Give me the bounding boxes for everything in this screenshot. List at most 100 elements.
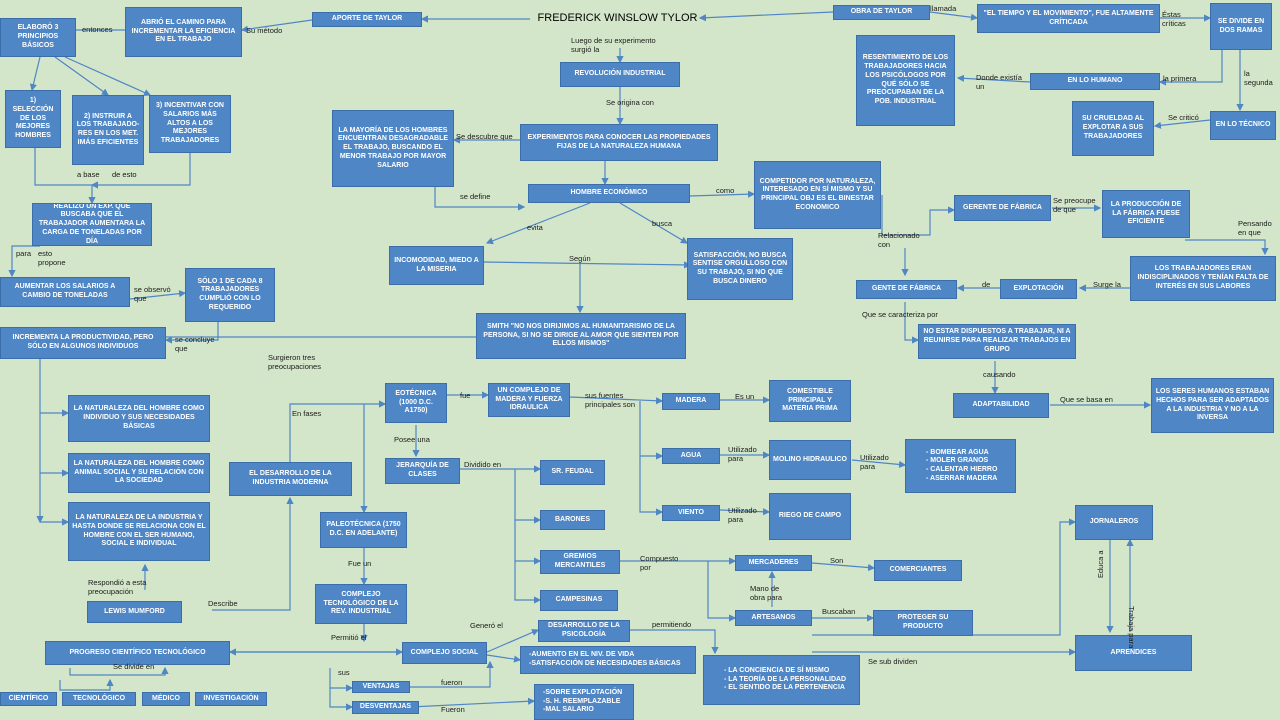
edge-label: sus	[338, 668, 350, 677]
node-produccion[interactable]: LA PRODUCCIÓN DE LA FÁBRICA FUESE EFICIE…	[1102, 190, 1190, 238]
node-jerarquia[interactable]: JERARQUÍA DE CLASES	[385, 458, 460, 484]
node-aumentar[interactable]: AUMENTAR LOS SALARIOS A CAMBIO DE TONELA…	[0, 277, 130, 307]
edge-label: sus fuentes principales son	[585, 391, 636, 410]
node-naturaleza-1[interactable]: LA NATURALEZA DEL HOMBRE COMO INDIVIDUO …	[68, 395, 210, 442]
edge-label: Se sub dividen	[868, 657, 918, 666]
node-indisciplinados[interactable]: LOS TRABAJADORES ERAN INDISCIPLINADOS Y …	[1130, 256, 1276, 301]
list-item: LA CONCIENCIA DE SÍ MISMO	[724, 667, 846, 676]
edge-label: evita	[527, 223, 543, 232]
node-seres[interactable]: LOS SERES HUMANOS ESTABAN HECHOS PARA SE…	[1151, 378, 1274, 433]
edge-label: la primera	[1163, 74, 1197, 83]
node-realizo[interactable]: REALIZÓ UN EXP. QUE BUSCABA QUE EL TRABA…	[32, 203, 152, 246]
edge-label: Donde existía un	[976, 73, 1022, 92]
edge-label: a base	[77, 170, 100, 179]
node-comerciantes[interactable]: COMERCIANTES	[874, 560, 962, 581]
node-aumento-list[interactable]: -AUMENTO EN EL NIV. DE VIDA -SATISFACCIÓ…	[520, 646, 696, 674]
node-aprendices[interactable]: APRENDICES	[1075, 635, 1192, 671]
node-aporte[interactable]: APORTE DE TAYLOR	[312, 12, 422, 27]
edge-label: Que se caracteriza por	[862, 310, 938, 319]
node-paleotecnica[interactable]: PALEOTÉCNICA (1750 d.C. EN ADELANTE)	[320, 512, 407, 548]
node-jornaleros[interactable]: JORNALEROS	[1075, 505, 1153, 540]
node-naturaleza-3[interactable]: LA NATURALEZA DE LA INDUSTRIA Y HASTA DO…	[68, 502, 210, 561]
node-principio-3[interactable]: 3) INCENTIVAR CON SALARIOS MÁS ALTOS A L…	[149, 95, 231, 153]
node-eotecnica[interactable]: EOTÉCNICA (1000 d.C. A1750)	[385, 383, 447, 423]
node-mayoria[interactable]: LA MAYORÍA DE LOS HOMBRES ENCUENTRAN DES…	[332, 110, 454, 187]
node-gente[interactable]: GENTE DE FÁBRICA	[856, 280, 957, 299]
edge-label: fueron	[441, 678, 463, 687]
node-humano[interactable]: EN LO HUMANO	[1030, 73, 1160, 90]
node-hombre-economico[interactable]: HOMBRE ECONÓMICO	[528, 184, 690, 203]
node-naturaleza-2[interactable]: LA NATURALEZA DEL HOMBRE COMO ANIMAL SOC…	[68, 453, 210, 493]
edge-label: se concluye que	[175, 335, 215, 354]
node-conciencia-list[interactable]: LA CONCIENCIA DE SÍ MISMO LA TEORÍA DE L…	[703, 655, 860, 705]
edge-label: Son	[830, 556, 844, 565]
node-principio-1[interactable]: 1) SELECCIÓN DE LOS MEJORES HOMBRES	[5, 90, 61, 148]
node-complejo-social[interactable]: COMPLEJO SOCIAL	[402, 642, 487, 664]
node-experimentos[interactable]: EXPERIMENTOS PARA CONOCER LAS PROPIEDADE…	[520, 124, 718, 161]
node-artesanos[interactable]: ARTESANOS	[735, 610, 812, 626]
node-tecnico[interactable]: EN LO TÉCNICO	[1210, 111, 1276, 140]
list-item: -SATISFACCIÓN DE NECESIDADES BÁSICAS	[529, 660, 681, 667]
node-desarrollo-psicologia[interactable]: DESARROLLO DE LA PSICOLOGÍA	[538, 620, 630, 642]
node-divide[interactable]: SE DIVIDE EN DOS RAMAS	[1210, 3, 1272, 50]
list-item: ASERRAR MADERA	[926, 475, 997, 484]
node-medico[interactable]: MÉDICO	[142, 692, 190, 706]
node-desarrollo[interactable]: EL DESARROLLO DE LA INDUSTRIA MODERNA	[229, 462, 352, 496]
node-cientifico[interactable]: CIENTÍFICO	[0, 692, 57, 706]
node-tiempo[interactable]: "EL TIEMPO Y EL MOVIMIENTO", FUE ALTAMEN…	[977, 4, 1160, 33]
node-smith[interactable]: SMITH "NO NOS DIRIJIMOS AL HUMANITARISMO…	[476, 313, 686, 359]
node-feudal[interactable]: SR. FEUDAL	[540, 460, 605, 485]
node-bombear-list[interactable]: BOMBEAR AGUA MOLER GRANOS CALENTAR HIERR…	[905, 439, 1016, 493]
node-complejo-madera[interactable]: UN COMPLEJO DE MADERA Y FUERZA IDRAULICA	[488, 383, 570, 417]
node-adaptabilidad[interactable]: ADAPTABILIDAD	[953, 393, 1049, 418]
node-agua[interactable]: AGUA	[662, 448, 720, 464]
list-item: MOLER GRANOS	[926, 457, 997, 466]
node-crueldad[interactable]: SU CRUELDAD AL EXPLOTAR A SUS TRABAJADOR…	[1072, 101, 1154, 156]
diagram-title: FREDERICK WINSLOW TYLOR	[537, 12, 698, 25]
node-elaboro[interactable]: ELABORÓ 3 PRINCIPIOS BÁSICOS	[0, 18, 76, 57]
node-madera[interactable]: MADERA	[662, 393, 720, 410]
node-proteger[interactable]: PROTEGER SU PRODUCTO	[873, 610, 973, 636]
node-tecnologico[interactable]: TECNOLÓGICO	[62, 692, 136, 706]
node-solo-uno[interactable]: SÓLO 1 DE CADA 8 TRABAJADORES CUMPLIÓ CO…	[185, 268, 275, 322]
node-molino[interactable]: MOLINO HIDRAULICO	[769, 440, 851, 480]
node-complejo-tecnologico[interactable]: COMPLEJO TECNOLÓGICO DE LA REV. INDUSTRI…	[315, 584, 407, 624]
node-mumford[interactable]: LEWIS MUMFORD	[87, 601, 182, 623]
node-barones[interactable]: BARONES	[540, 510, 605, 530]
edge-label: se observó que	[134, 285, 171, 304]
edge-label: se define	[460, 192, 491, 201]
node-incomodidad[interactable]: INCOMODIDAD, MIEDO A LA MISERIA	[389, 246, 484, 285]
node-riego[interactable]: RIEGO DE CAMPO	[769, 493, 851, 540]
node-incrementa[interactable]: INCREMENTA LA PRODUCTIVIDAD, PERO SÓLO E…	[0, 327, 166, 359]
edge-label: Se origina con	[606, 98, 654, 107]
node-abrio[interactable]: ABRIÓ EL CAMINO PARA INCREMENTAR LA EFIC…	[125, 7, 242, 57]
node-ventajas[interactable]: VENTAJAS	[352, 681, 410, 693]
edge-label: de esto	[112, 170, 137, 179]
node-viento[interactable]: VIENTO	[662, 505, 720, 521]
node-comestible[interactable]: COMESTIBLE PRINCIPAL Y MATERIA PRIMA	[769, 380, 851, 422]
node-no-dispuestos[interactable]: NO ESTAR DISPUESTOS A TRABAJAR, NI A REU…	[918, 324, 1076, 359]
node-desventajas[interactable]: DESVENTAJAS	[352, 701, 419, 714]
node-principio-2[interactable]: 2) INSTRUIR A LOS TRABAJADO-RES EN LOS M…	[72, 95, 144, 165]
node-campesinas[interactable]: CAMPESINAS	[540, 590, 618, 611]
node-progreso[interactable]: PROGRESO CIENTÍFICO TECNOLÓGICO	[45, 641, 230, 665]
list-item: EL SENTIDO DE LA PERTENENCIA	[724, 684, 846, 693]
node-satisfaccion[interactable]: SATISFACCIÓN, NO BUSCA SENTISE ORGULLOSO…	[687, 238, 793, 300]
node-revolucion[interactable]: REVOLUCIÓN INDUSTRIAL	[560, 62, 680, 87]
node-competidor[interactable]: COMPETIDOR POR NATURALEZA, INTERESADO EN…	[754, 161, 881, 229]
edge-label: Utilizado para	[728, 506, 757, 525]
node-gremios[interactable]: GREMIOS MERCANTILES	[540, 550, 620, 574]
node-gerente[interactable]: GERENTE DE FÁBRICA	[954, 195, 1051, 221]
node-mercaderes[interactable]: MERCADERES	[735, 555, 812, 571]
node-resentimiento[interactable]: RESENTIMIENTO DE LOS TRABAJADORES HACIA …	[856, 35, 955, 126]
node-sobre-list[interactable]: -SOBRE EXPLOTACIÓN -S. H. REEMPLAZABLE -…	[534, 684, 634, 720]
edge-label: Su método	[246, 26, 283, 35]
node-investigacion[interactable]: INVESTIGACIÓN	[195, 692, 267, 706]
node-obra[interactable]: OBRA DE TAYLOR	[833, 5, 930, 20]
edge-label: Según	[569, 254, 591, 263]
node-explotacion[interactable]: EXPLOTACIÓN	[1000, 279, 1077, 299]
list-item: LA TEORÍA DE LA PERSONALIDAD	[724, 676, 846, 685]
edge-label: Permitió el	[331, 633, 367, 642]
edge-label: llamada	[930, 4, 957, 13]
edge-label: Se preocupe de que	[1053, 196, 1096, 215]
